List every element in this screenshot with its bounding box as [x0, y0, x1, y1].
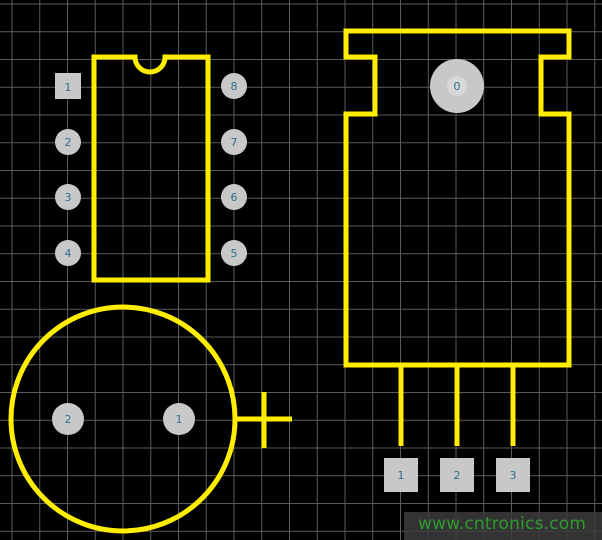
- dip8-pad-5: 5: [221, 240, 247, 266]
- to220-footprint: 0 1 2 3: [343, 28, 572, 492]
- cap-body-outline: [8, 304, 238, 534]
- to220-pad-2: 2: [440, 458, 474, 492]
- dip8-pad-6: 6: [221, 184, 247, 210]
- svg-text:8: 8: [231, 80, 238, 93]
- svg-text:3: 3: [510, 469, 517, 482]
- to220-pad-1: 1: [384, 458, 418, 492]
- watermark: www.cntronics.com: [418, 514, 587, 534]
- svg-text:0: 0: [454, 80, 461, 93]
- dip8-pad-7: 7: [221, 129, 247, 155]
- svg-text:4: 4: [65, 247, 72, 260]
- cap-polarity-mark: [236, 392, 292, 448]
- svg-text:6: 6: [231, 191, 238, 204]
- dip8-pad-2: 2: [55, 129, 81, 155]
- svg-text:1: 1: [65, 81, 72, 94]
- svg-text:7: 7: [231, 136, 238, 149]
- cap-pad-1: 1: [163, 403, 195, 435]
- svg-text:1: 1: [176, 413, 183, 426]
- dip8-pad-4: 4: [55, 240, 81, 266]
- dip8-footprint: 1 2 3 4 8 7 6 5: [55, 54, 247, 283]
- svg-text:2: 2: [65, 136, 72, 149]
- watermark-background: [404, 512, 602, 540]
- svg-text:1: 1: [398, 469, 405, 482]
- to220-body-outline: [343, 28, 572, 368]
- dip8-pad-8: 8: [221, 73, 247, 99]
- svg-text:2: 2: [65, 413, 72, 426]
- svg-text:5: 5: [231, 247, 238, 260]
- cap-pad-2: 2: [52, 403, 84, 435]
- dip8-pad-1: 1: [55, 73, 81, 99]
- to220-tab-pad: 0: [430, 59, 484, 113]
- svg-text:3: 3: [65, 191, 72, 204]
- radial-cap-footprint: 2 1: [8, 304, 292, 534]
- dip8-pad-3: 3: [55, 184, 81, 210]
- dip8-body-outline: [91, 54, 211, 283]
- svg-text:2: 2: [454, 469, 461, 482]
- to220-pad-3: 3: [496, 458, 530, 492]
